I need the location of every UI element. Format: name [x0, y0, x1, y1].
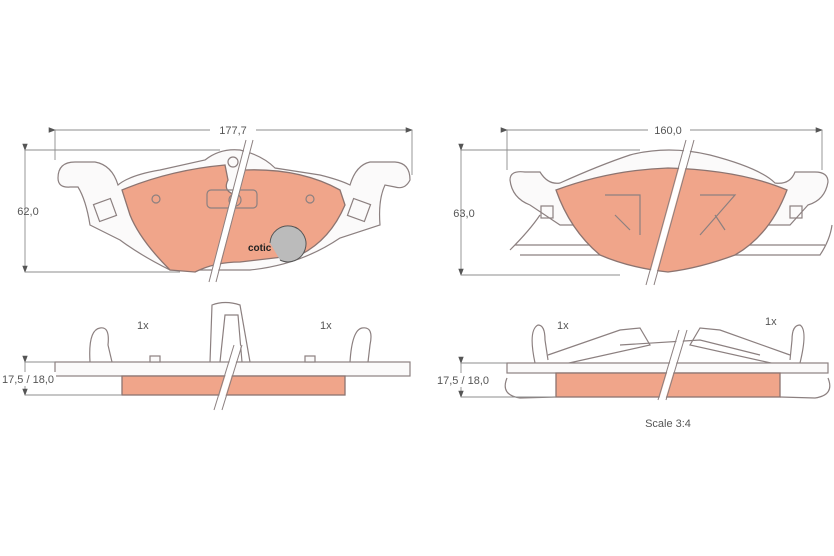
svg-text:cotic: cotic — [248, 243, 272, 254]
thickness-dimension: 17,5 / 18,0 — [437, 375, 489, 387]
height-dimension: 62,0 — [17, 206, 38, 218]
right-pad-side-view: 1x 1x 17,5 / 18,0 Scale 3:4 — [430, 316, 831, 430]
quantity-label: 1x — [765, 316, 777, 328]
right-pad-top-view: 160,0 63,0 — [453, 122, 833, 286]
quantity-label: 1x — [320, 320, 332, 332]
width-dimension: 177,7 — [219, 125, 247, 137]
quantity-label: 1x — [137, 320, 149, 332]
height-dimension: 63,0 — [453, 208, 474, 220]
width-dimension: 160,0 — [654, 125, 682, 137]
thickness-dimension: 17,5 / 18,0 — [2, 374, 54, 386]
scale-label: Scale 3:4 — [645, 418, 691, 430]
quantity-label: 1x — [557, 320, 569, 332]
left-pad-top-view: 177,7 62,0 cotic — [17, 122, 413, 283]
cotic-logo: cotic — [248, 225, 307, 263]
left-pad-side-view: 1x 1x 17,5 / 18,0 — [0, 301, 411, 411]
